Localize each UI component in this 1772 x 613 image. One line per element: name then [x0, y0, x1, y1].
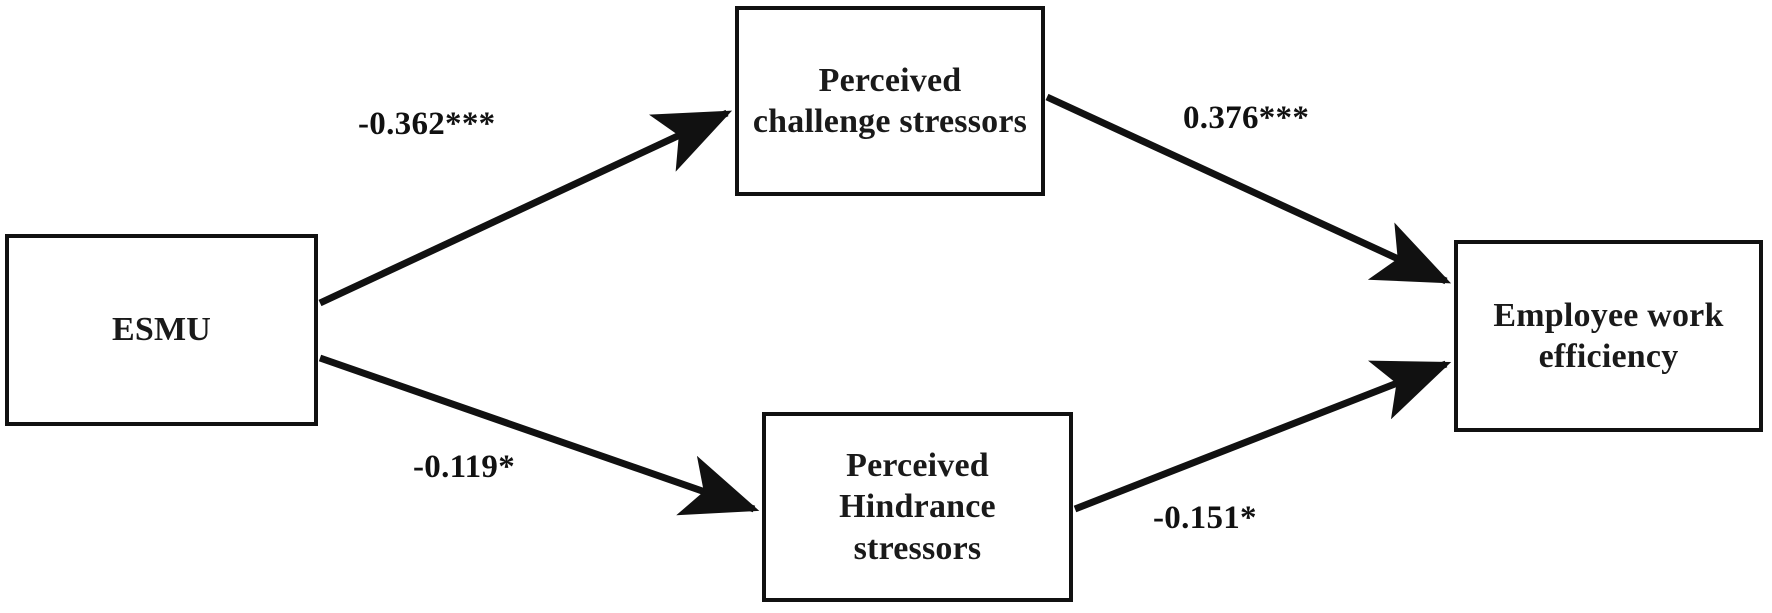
node-perceived-challenge-stressors: Perceived challenge stressors — [735, 6, 1045, 196]
path-label-challenge-to-outcome: 0.376*** — [1183, 100, 1310, 136]
path-label-esmu-to-challenge: -0.362*** — [358, 106, 496, 142]
arrow-esmu-to-challenge — [318, 109, 733, 307]
node-esmu-label: ESMU — [111, 311, 212, 349]
node-perceived-challenge-stressors-label: Perceived challenge stressors — [752, 61, 1028, 140]
node-employee-work-efficiency-label: Employee work efficiency — [1493, 296, 1724, 375]
arrow-challenge-to-outcome — [1045, 93, 1452, 285]
arrow-esmu-to-hindrance — [318, 354, 760, 516]
node-esmu: ESMU — [5, 234, 318, 426]
node-employee-work-efficiency: Employee work efficiency — [1454, 240, 1763, 432]
path-label-esmu-to-hindrance: -0.119* — [413, 449, 516, 485]
path-label-hindrance-to-outcome: -0.151* — [1153, 500, 1257, 536]
node-perceived-hindrance-stressors: Perceived Hindrance stressors — [762, 412, 1073, 602]
arrow-hindrance-to-outcome — [1073, 360, 1452, 513]
node-perceived-hindrance-stressors-label: Perceived Hindrance stressors — [839, 446, 996, 567]
